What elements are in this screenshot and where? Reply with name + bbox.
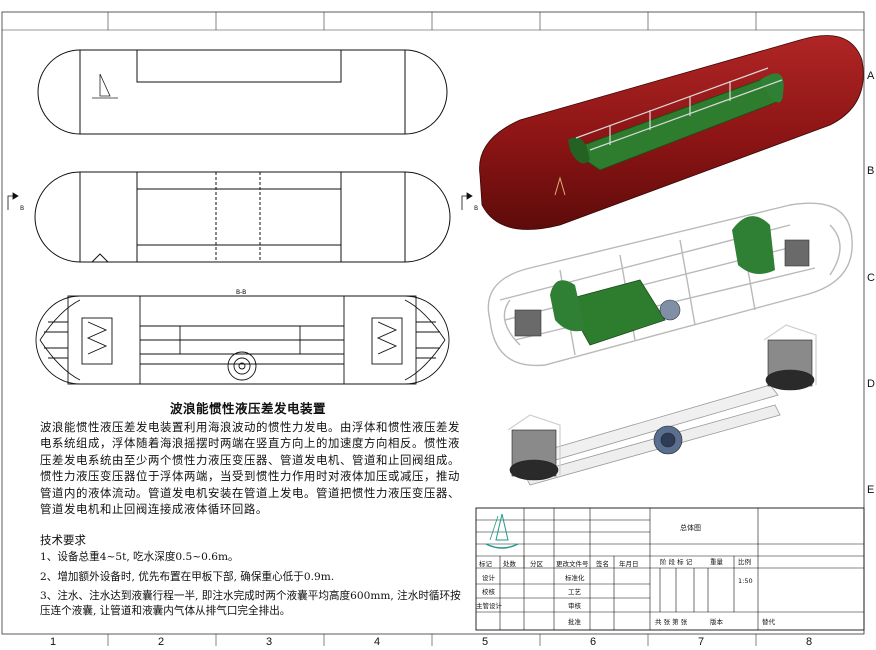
- tb-zone: 分区: [530, 560, 543, 568]
- requirement-item-3: 3、注水、注水达到液囊行程一半, 即注水完成时两个液囊平均高度600mm, 注水…: [40, 590, 461, 617]
- cage-end-plate-right: [732, 216, 775, 274]
- tb-stage: 阶 段 标 记: [660, 558, 693, 566]
- section-marker-right: [461, 192, 473, 210]
- tb-mark: 标记: [479, 560, 492, 568]
- section-label: B-B: [236, 289, 246, 296]
- zone-label-right-B: B: [867, 165, 875, 177]
- tb-approve: 批准: [568, 618, 581, 626]
- tb-scale-value: 1:50: [738, 577, 753, 585]
- zone-label-bottom-8: 8: [806, 636, 813, 648]
- tb-process: 工艺: [568, 588, 581, 596]
- tb-version: 版本: [710, 618, 723, 626]
- hull-3d-render: [479, 35, 864, 230]
- cage-end-plate-left: [550, 280, 585, 332]
- zone-label-bottom-3: 3: [266, 636, 273, 648]
- zone-label-bottom-6: 6: [590, 636, 597, 648]
- tb-design: 设计: [482, 574, 495, 582]
- zone-label-right-D: D: [867, 378, 875, 390]
- tb-chief: 主管设计: [476, 602, 502, 610]
- tb-standardize: 标准化: [565, 574, 585, 582]
- tb-replace: 替代: [762, 618, 775, 626]
- company-logo: [485, 513, 519, 549]
- requirements-heading: 技术要求: [40, 533, 86, 547]
- section-view-bb: [35, 295, 450, 385]
- tb-check: 校核: [482, 588, 495, 596]
- zone-label-right-C: C: [867, 272, 875, 284]
- drawing-name: 总体图: [680, 524, 701, 532]
- cage-transformers: [514, 239, 810, 337]
- tb-scale: 比例: [738, 558, 751, 566]
- zone-ticks: [107, 12, 757, 646]
- pipe-system-3d: [507, 324, 817, 486]
- zone-label-right-E: E: [867, 484, 875, 496]
- zone-label-bottom-5: 5: [482, 636, 489, 648]
- logo-mark-top: [92, 73, 118, 99]
- zone-label-bottom-7: 7: [698, 636, 705, 648]
- tb-review: 审核: [568, 602, 581, 610]
- outer-border: [1, 11, 865, 635]
- section-marker-label-right: B: [474, 205, 479, 212]
- tb-count: 处数: [503, 560, 516, 568]
- tb-date: 年月日: [619, 560, 639, 568]
- zone-label-bottom-4: 4: [374, 636, 381, 648]
- tb-sign: 签名: [596, 560, 609, 568]
- title-block: [475, 507, 865, 631]
- device-description: 波浪能惯性液压差发电装置利用海浪波动的惯性力发电。由浮体和惯性液压差发电系统组成…: [40, 420, 460, 517]
- zone-label-bottom-1: 1: [50, 636, 57, 648]
- requirement-item-2: 2、增加额外设备时, 优先布置在甲板下部, 确保重心低于0.9m.: [40, 571, 335, 583]
- zone-label-right-A: A: [867, 70, 875, 82]
- zone-label-bottom-2: 2: [158, 636, 165, 648]
- tb-change-doc: 更改文件号: [556, 560, 589, 568]
- side-view: [34, 171, 451, 263]
- tb-sheets: 共 张 第 张: [655, 618, 688, 626]
- device-title: 波浪能惯性液压差发电装置: [170, 401, 327, 416]
- section-marker-label-left: B: [20, 205, 25, 212]
- top-view-plan: [37, 49, 448, 135]
- requirement-item-1: 1、设备总重4~5t, 吃水深度0.5~0.6m。: [40, 551, 239, 563]
- tb-weight: 重量: [710, 558, 723, 566]
- section-marker-left: [7, 192, 19, 210]
